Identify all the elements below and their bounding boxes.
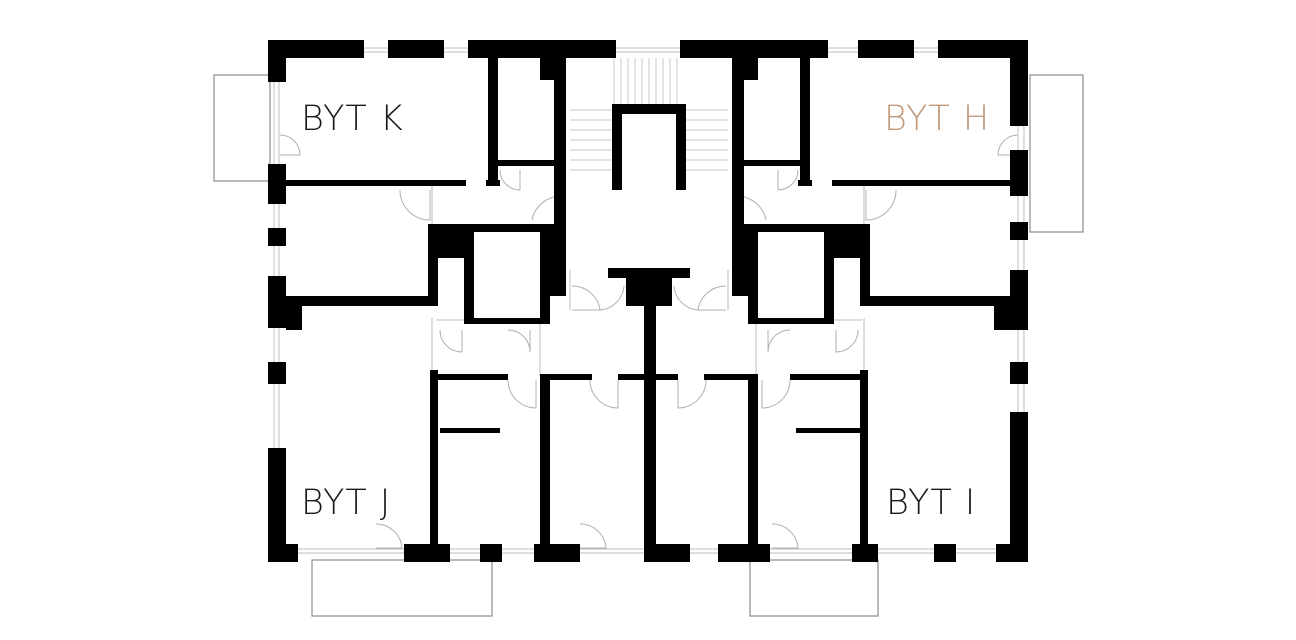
unit-label-k[interactable]: BYT K [301, 99, 404, 139]
balcony-k[interactable] [213, 74, 271, 182]
walls [268, 40, 1028, 562]
unit-label-j[interactable]: BYT J [301, 483, 392, 523]
doors [279, 134, 1019, 549]
unit-label-h[interactable]: BYT H [884, 99, 991, 139]
unit-label-i[interactable]: BYT I [886, 483, 977, 523]
balcony-i[interactable] [749, 559, 879, 617]
balcony-h[interactable] [1029, 74, 1084, 233]
staircase [570, 58, 728, 171]
balcony-j[interactable] [311, 559, 493, 617]
